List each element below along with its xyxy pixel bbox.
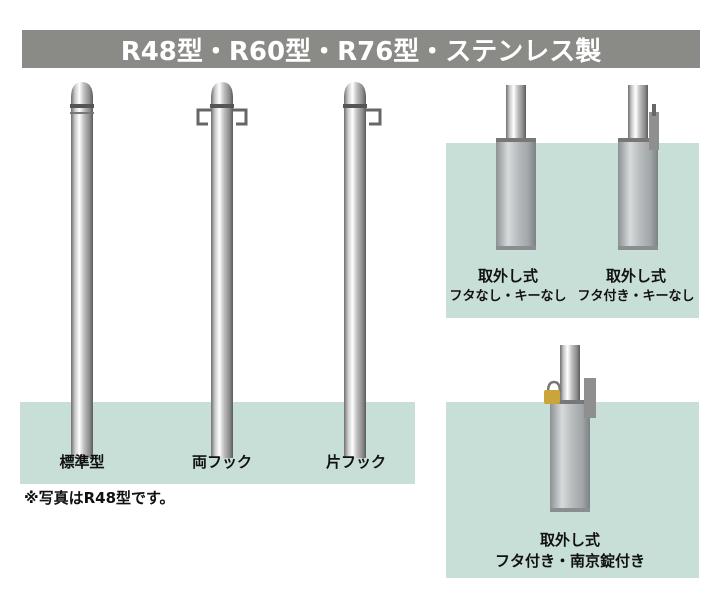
page-title: R48型・R60型・R76型・ステンレス製 (120, 36, 602, 67)
label-with-lid-line1: 取外し式 (605, 267, 666, 285)
footnote: ※写真はR48型です。 (24, 489, 175, 507)
bollard-single-hook (343, 82, 382, 458)
bollard-standard (70, 82, 94, 458)
label-no-lid-line1: 取外し式 (477, 267, 538, 285)
label-with-lid-line2: フタ付き・キーなし (577, 289, 695, 304)
bollard-removable-no-lid (496, 85, 536, 250)
label-lid-lock-line1: 取外し式 (539, 531, 600, 549)
label-lid-lock-line2: フタ付き・南京錠付き (494, 552, 645, 570)
title-banner: R48型・R60型・R76型・ステンレス製 (22, 30, 700, 68)
bollard-removable-with-lid (618, 85, 659, 250)
label-single-hook: 片フック (325, 453, 386, 471)
label-no-lid-line2: フタなし・キーなし (449, 289, 567, 304)
label-double-hook: 両フック (191, 453, 252, 471)
label-standard: 標準型 (59, 453, 105, 471)
bollard-double-hook (196, 82, 248, 458)
bollard-removable-lid-lock (544, 345, 596, 512)
